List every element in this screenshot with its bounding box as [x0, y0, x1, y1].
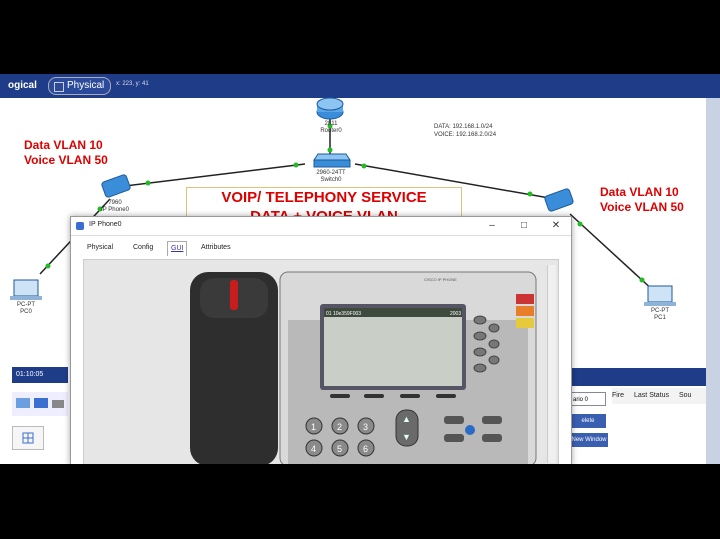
right-voice-vlan: Voice VLAN 50	[600, 200, 684, 214]
ip-phone-window: IP Phone0 – □ ✕ Physical Config GUI Attr…	[70, 216, 572, 464]
key-6: 6	[363, 444, 368, 454]
switch-label-text: 2960-24TT Switch0	[316, 170, 346, 183]
tab-gui[interactable]: GUI	[167, 241, 188, 256]
gui-content: CISCO IP PHONE 01 10e359F003 2003	[83, 259, 559, 464]
packet-tracer-workspace: ogical Physical x: 223, y: 41	[0, 74, 720, 464]
router-label-text: 2811 Router0	[320, 121, 342, 134]
left-vlan-labels: Data VLAN 10 Voice VLAN 50	[24, 138, 108, 168]
tab-attributes[interactable]: Attributes	[201, 244, 231, 251]
link-switch-phone1	[354, 163, 556, 200]
link-lights	[45, 123, 645, 283]
pc-left-icon[interactable]	[10, 279, 42, 300]
orange-status-button[interactable]	[516, 306, 534, 316]
scrollbar[interactable]	[547, 265, 556, 463]
logical-tab[interactable]: ogical	[8, 80, 37, 91]
key-4: 4	[311, 444, 316, 454]
keypad[interactable]: 1 2 3 4 5 6	[305, 417, 375, 457]
cursor-coordinates: x: 223, y: 41	[116, 81, 149, 87]
subnet-note: DATA: 192.168.1.0/24 VOICE: 192.168.2.0/…	[434, 123, 496, 139]
device-type-selector[interactable]	[12, 392, 68, 416]
softkeys[interactable]	[330, 394, 456, 398]
physical-tab-label: Physical	[67, 80, 105, 91]
device-category-icons	[16, 398, 64, 408]
pdu-col-last-status: Last Status	[634, 392, 670, 399]
window-title: IP Phone0	[89, 221, 122, 228]
ip-phone-left-icon[interactable]	[101, 174, 131, 198]
close-button[interactable]: ✕	[551, 220, 561, 231]
pc-right-icon[interactable]	[644, 285, 676, 306]
left-data-vlan: Data VLAN 10	[24, 138, 103, 152]
workspace-toolbar: ogical Physical x: 223, y: 41	[0, 74, 720, 98]
pc1-label: PC-PT PC1	[642, 308, 678, 322]
tab-config[interactable]: Config	[133, 244, 154, 251]
yellow-status-button[interactable]	[516, 318, 534, 328]
maximize-button[interactable]: □	[520, 220, 528, 231]
pdu-col-fire: Fire	[612, 392, 625, 399]
delete-button[interactable]: elete	[570, 414, 606, 428]
lcd-line: 01 10e359F003	[326, 311, 361, 317]
tab-physical[interactable]: Physical	[87, 244, 114, 251]
red-status-button[interactable]	[516, 294, 534, 304]
realtime-bar	[566, 368, 706, 386]
time-text: 01:10:05	[16, 371, 44, 378]
banner-line1: VOIP/ TELEPHONY SERVICE	[221, 189, 427, 206]
data-subnet: DATA: 192.168.1.0/24	[434, 124, 493, 130]
handset-icon[interactable]	[190, 272, 278, 464]
phone0-label: 7960 IP Phone0	[90, 200, 140, 214]
router-label: 2811 Router0	[316, 121, 346, 135]
voice-subnet: VOICE: 192.168.2.0/24	[434, 132, 497, 138]
phone0-label-text: 7960 IP Phone0	[101, 200, 129, 213]
pc1-label-text: PC-PT PC1	[651, 308, 669, 321]
nav-up-icon: ▲	[402, 414, 411, 424]
model-label: CISCO IP PHONE	[424, 277, 457, 282]
ip-phone-right-icon[interactable]	[544, 188, 574, 212]
minimize-button[interactable]: –	[489, 220, 495, 231]
key-2: 2	[337, 422, 342, 432]
time-display: 01:10:05	[12, 367, 68, 383]
app-icon	[76, 222, 84, 230]
link-switch-phone0	[124, 163, 306, 187]
nav-button[interactable]: ▲ ▼	[395, 409, 419, 447]
right-vlan-labels: Data VLAN 10 Voice VLAN 50	[600, 185, 684, 215]
switch-icon[interactable]	[313, 153, 351, 168]
nav-down-icon: ▼	[402, 432, 411, 442]
feature-buttons[interactable]	[444, 416, 502, 442]
left-voice-vlan: Voice VLAN 50	[24, 153, 108, 167]
pc0-label: PC-PT PC0	[8, 302, 44, 316]
switch-label: 2960-24TT Switch0	[308, 170, 354, 184]
physical-tab[interactable]: Physical	[48, 77, 112, 95]
lcd-right: 2003	[450, 311, 461, 317]
physical-icon	[54, 82, 64, 92]
right-data-vlan: Data VLAN 10	[600, 185, 679, 199]
pdu-col-source: Sou	[679, 392, 692, 399]
pc0-label-text: PC-PT PC0	[17, 302, 35, 315]
key-1: 1	[311, 422, 316, 432]
pdu-list-header: Fire Last Status Sou	[612, 388, 706, 404]
cisco-phone-graphic: CISCO IP PHONE 01 10e359F003 2003	[190, 271, 537, 464]
line-buttons[interactable]	[473, 315, 500, 373]
grid-icon	[22, 432, 34, 444]
grid-button[interactable]	[12, 426, 44, 450]
key-5: 5	[337, 444, 342, 454]
key-3: 3	[363, 422, 368, 432]
window-titlebar: IP Phone0 – □ ✕	[71, 217, 571, 236]
router-icon[interactable]	[316, 97, 344, 120]
scenario-select[interactable]: ario 0	[570, 392, 606, 406]
right-tool-panel	[706, 98, 720, 464]
new-window-button[interactable]: New Window	[570, 433, 608, 447]
